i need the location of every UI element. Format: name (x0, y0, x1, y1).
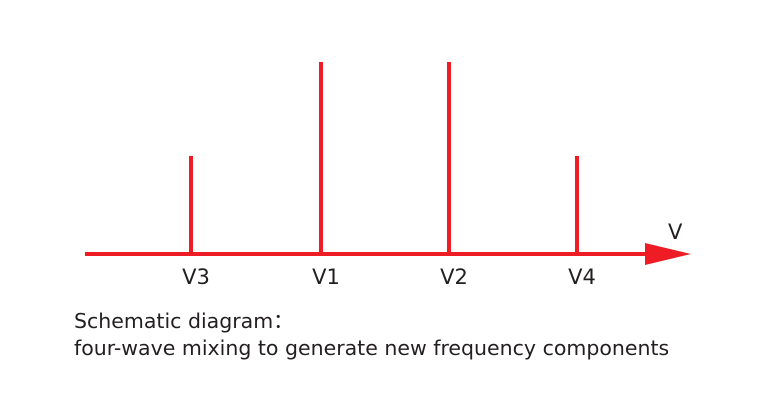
tick-label-v4: V4 (568, 265, 596, 289)
frequency-axis-line (85, 252, 647, 256)
tick-label-v3: V3 (182, 265, 210, 289)
caption-line-2: four-wave mixing to generate new frequen… (74, 336, 670, 360)
axis-label-frequency: V (668, 220, 683, 244)
caption-line-1: Schematic diagram： (74, 309, 294, 333)
tick-label-v1: V1 (312, 265, 340, 289)
spectral-line-v2 (447, 62, 451, 253)
figure-caption: Schematic diagram： four-wave mixing to g… (74, 308, 669, 362)
spectral-line-v1 (319, 62, 323, 253)
tick-label-v2: V2 (440, 265, 468, 289)
spectral-line-v3 (189, 156, 193, 253)
spectrum-plot: V V3 V1 V2 V4 (85, 62, 691, 289)
spectral-line-v4 (575, 156, 579, 253)
arrow-right-icon (645, 243, 691, 265)
